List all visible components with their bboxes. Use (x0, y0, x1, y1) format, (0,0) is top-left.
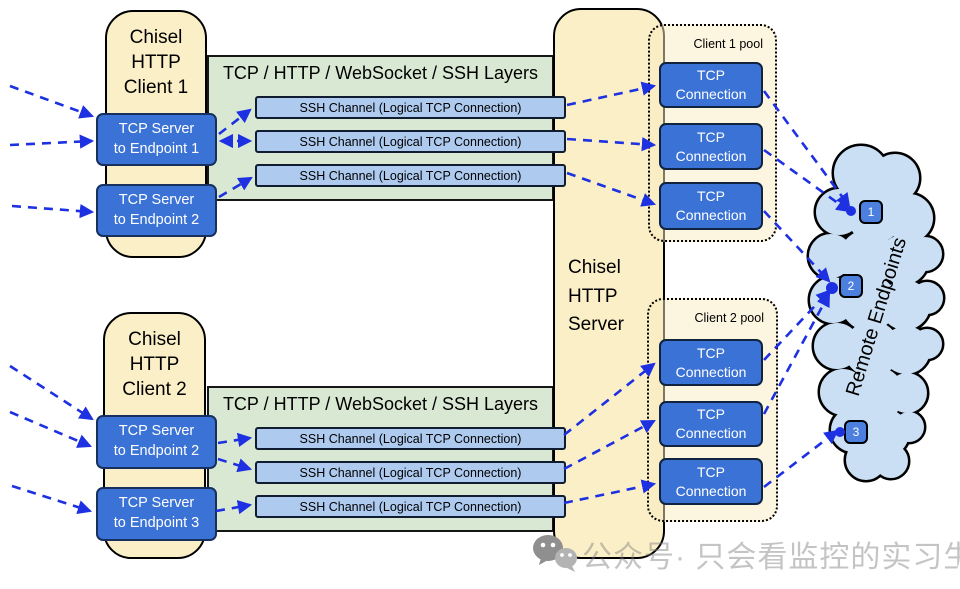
client-2-title: Chisel HTTP Client 2 (122, 329, 187, 401)
ssh-channel-2: SSH Channel (Logical TCP Connection) (255, 130, 566, 153)
wechat-icon (533, 535, 577, 572)
client-2-pool-label: Client 2 pool (694, 311, 765, 325)
ssh-channel-1: SSH Channel (Logical TCP Connection) (255, 96, 566, 119)
ssh-channel-3: SSH Channel (Logical TCP Connection) (255, 164, 566, 187)
client-1-pool-label: Client 1 pool (693, 37, 764, 51)
remote-endpoint-1: 1 (859, 200, 883, 224)
server-title: Chisel HTTP Server (568, 257, 624, 335)
pool1-tcp-connection-1: TCP Connection (659, 62, 763, 108)
pool2-tcp-connection-2: TCP Connection (659, 401, 763, 447)
client2-tcp-server-endpoint3: TCP Server to Endpoint 3 (96, 487, 217, 541)
pool1-tcp-connection-2: TCP Connection (659, 123, 763, 170)
layers-band-1-title: TCP / HTTP / WebSocket / SSH Layers (222, 63, 539, 83)
layers-band-2-title: TCP / HTTP / WebSocket / SSH Layers (222, 394, 539, 414)
ssh-channel-4: SSH Channel (Logical TCP Connection) (255, 427, 566, 450)
client1-tcp-server-endpoint1: TCP Server to Endpoint 1 (96, 113, 217, 166)
pool1-tcp-connection-3: TCP Connection (659, 182, 763, 230)
ssh-channel-5: SSH Channel (Logical TCP Connection) (255, 461, 566, 484)
client2-tcp-server-endpoint2: TCP Server to Endpoint 2 (96, 415, 217, 469)
watermark-text: 公众号· 只会看监控的实习生 (582, 541, 960, 574)
client1-tcp-server-endpoint2: TCP Server to Endpoint 2 (96, 184, 217, 237)
pool2-tcp-connection-1: TCP Connection (659, 339, 763, 386)
client-1-title: Chisel HTTP Client 1 (123, 27, 189, 99)
remote-endpoint-3: 3 (844, 420, 868, 444)
remote-endpoint-2: 2 (839, 274, 863, 298)
pool2-tcp-connection-3: TCP Connection (659, 458, 763, 505)
ssh-channel-6: SSH Channel (Logical TCP Connection) (255, 495, 566, 518)
